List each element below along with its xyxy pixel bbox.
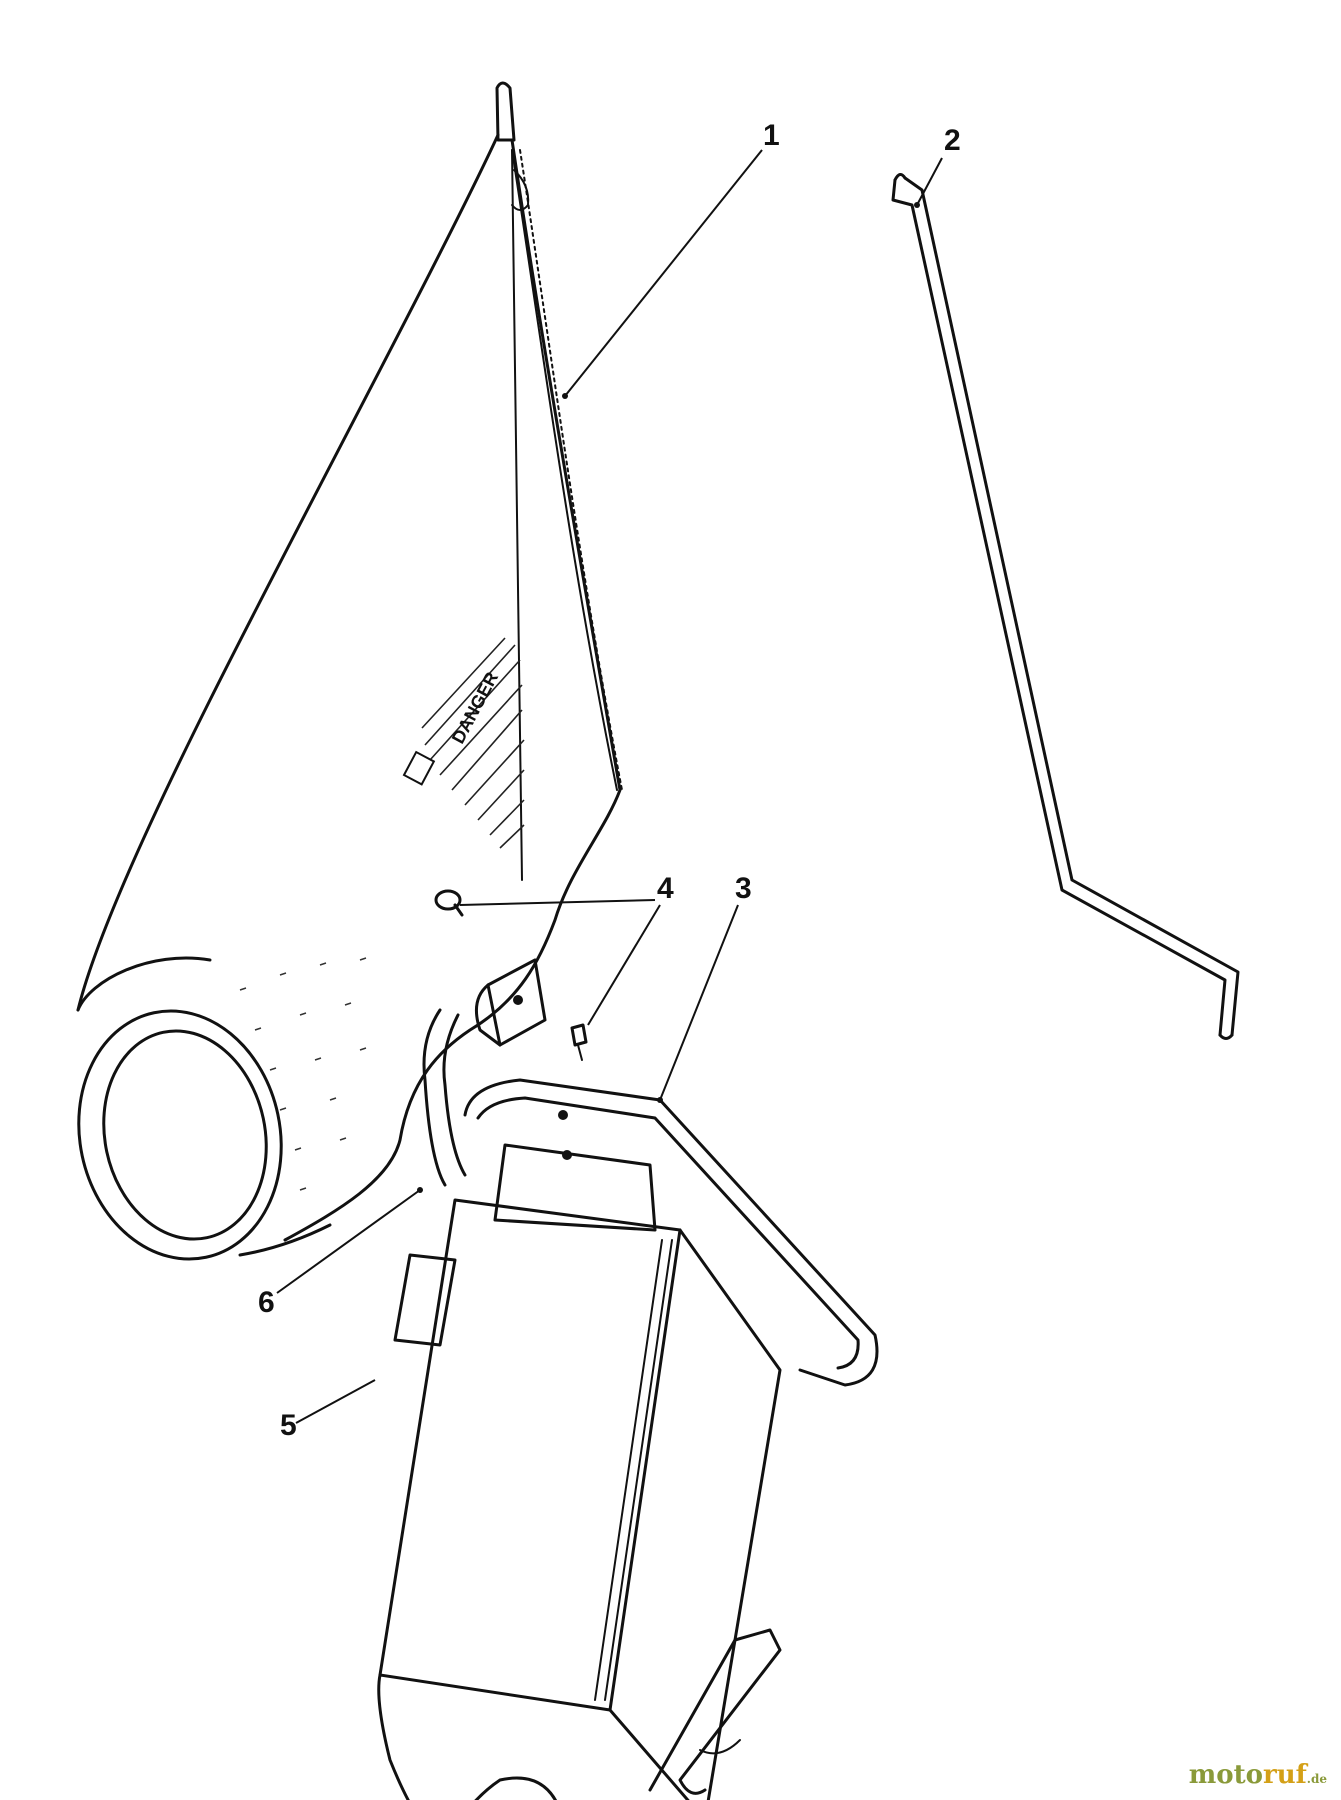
callout-5: 5 [280,1409,297,1442]
bag-texture [239,957,367,1191]
watermark-accent: ruf [1263,1760,1307,1790]
chute-housing [377,1078,879,1800]
hinge-clamp [422,958,547,1187]
bag-opening-ring [77,1009,283,1261]
callout-6: 6 [258,1286,275,1319]
support-rod [891,173,1240,1040]
watermark-logo: motoruf.de [1189,1760,1327,1790]
danger-decal-text: DANGER [448,669,502,747]
callout-2: 2 [944,124,961,157]
callout-4: 4 [657,872,674,905]
watermark-main: moto [1188,1760,1263,1790]
watermark-tld: .de [1306,1772,1327,1786]
callout-1: 1 [763,119,780,152]
leader-lines [276,149,943,1424]
bolt-top [434,889,464,917]
bolt-lower [570,1023,588,1061]
callout-3: 3 [735,872,752,905]
danger-decal: DANGER [402,637,525,849]
